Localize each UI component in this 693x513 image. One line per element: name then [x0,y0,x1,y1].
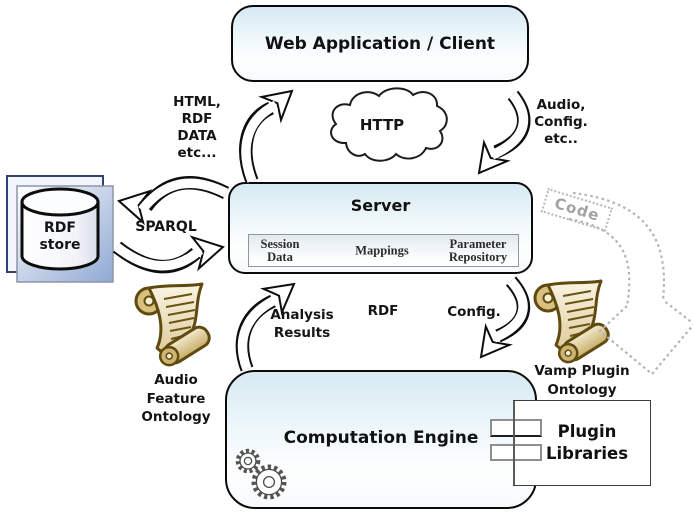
plugin-box-left-edge [513,401,515,485]
server-modules-panel: Session Data Mappings Parameter Reposito… [248,234,519,267]
plugin-libraries-title: Plugin Libraries [545,422,629,463]
module-mappings: Mappings [355,243,409,257]
computation-engine-box: Computation Engine [225,370,537,509]
computation-engine-title: Computation Engine [283,428,479,448]
web-application-client-title: Web Application / Client [264,33,496,54]
server-title: Server [350,196,411,215]
plugin-libraries-box: Plugin Libraries [513,400,651,486]
module-parameter-repository: Parameter Repository [448,236,508,264]
component-connector-top [490,419,542,437]
component-connector-bottom [490,444,542,461]
module-session-data: Session Data [260,236,300,264]
web-application-client-box: Web Application / Client [231,5,529,82]
server-box: Server Session Data Mappings Parameter R… [228,182,533,274]
